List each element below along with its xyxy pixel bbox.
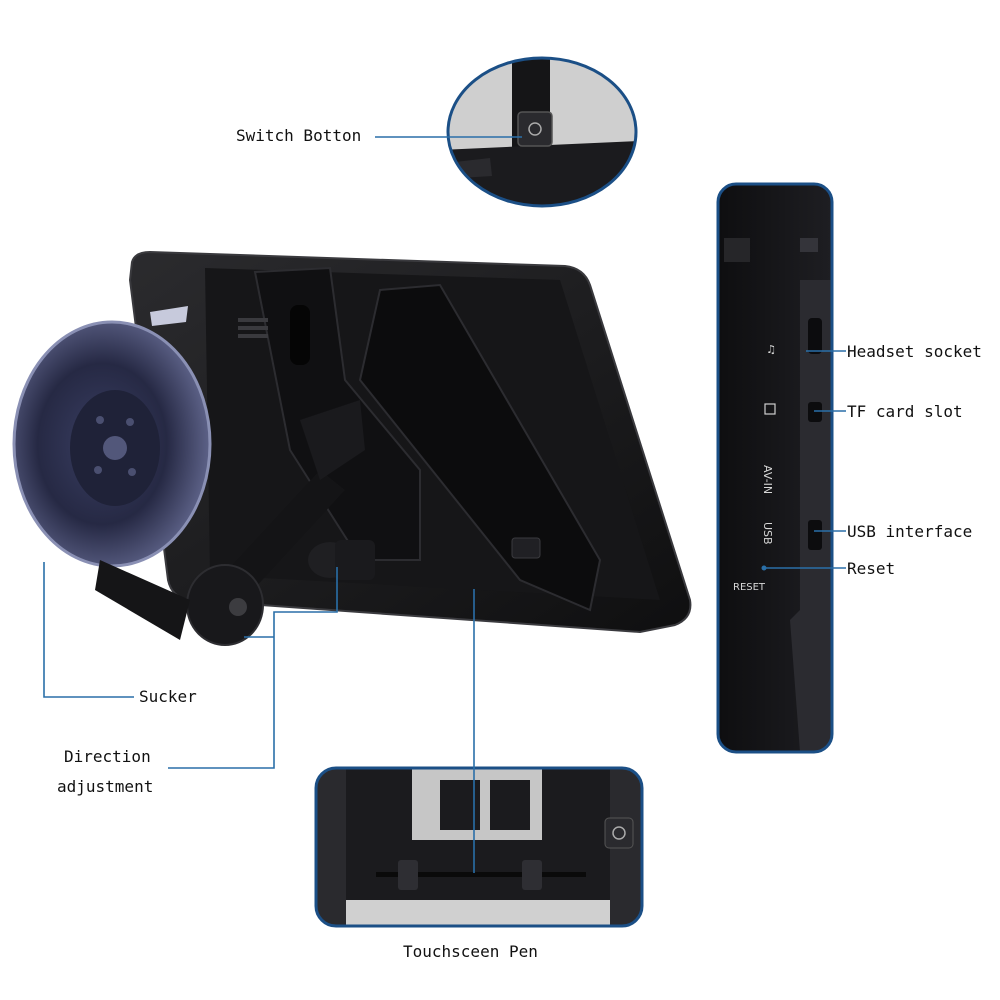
side-panel-inset: ♫ bbox=[716, 182, 834, 754]
headset-icon: ♫ bbox=[766, 343, 776, 356]
side-label-usb: USB bbox=[761, 522, 774, 545]
callout-direction bbox=[168, 567, 338, 769]
label-reset: Reset bbox=[847, 559, 895, 578]
callout-sucker bbox=[43, 562, 134, 698]
label-sucker: Sucker bbox=[139, 687, 197, 706]
callout-lines bbox=[43, 136, 846, 873]
label-usb: USB interface bbox=[847, 522, 972, 541]
side-label-reset: RESET bbox=[733, 582, 766, 593]
switch-button-inset bbox=[446, 56, 638, 208]
label-direction-line2: adjustment bbox=[57, 777, 153, 796]
suction-cup bbox=[12, 306, 212, 640]
power-icon bbox=[612, 826, 626, 840]
label-tf-card: TF card slot bbox=[847, 402, 963, 421]
pen-inset bbox=[314, 766, 644, 928]
reset-hole bbox=[761, 565, 767, 571]
label-headset: Headset socket bbox=[847, 342, 982, 361]
label-direction-line1: Direction bbox=[64, 747, 151, 766]
side-label-av-in: AV-IN bbox=[761, 465, 774, 494]
touchscreen-pen bbox=[376, 872, 586, 877]
label-switch-button: Switch Botton bbox=[236, 126, 361, 145]
label-pen: Touchsceen Pen bbox=[403, 942, 538, 961]
tf-card-icon bbox=[764, 403, 776, 415]
power-icon bbox=[528, 122, 542, 136]
mount-arm bbox=[186, 400, 375, 646]
